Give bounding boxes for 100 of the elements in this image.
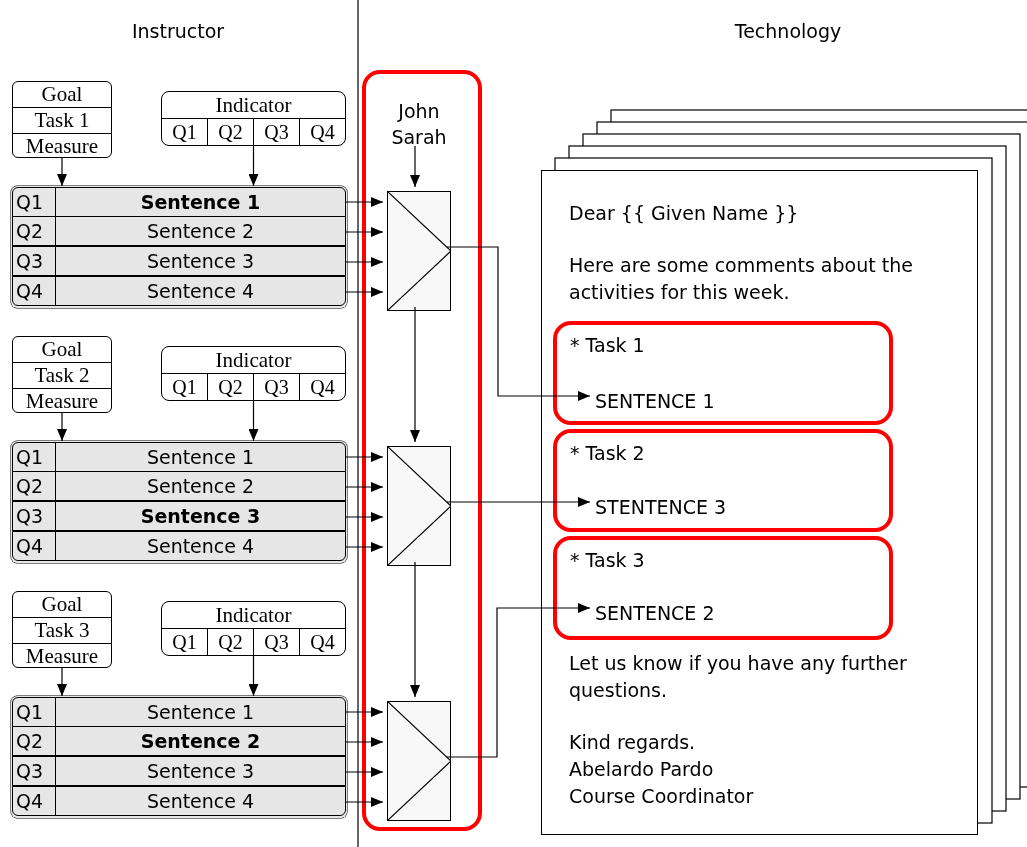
indicator-heading: Indicator [162,347,345,374]
sentence-table [11,441,347,563]
quarter-label: Q4 [13,531,56,560]
table-row [12,500,346,531]
sentence-text: Sentence 1 [145,700,256,725]
column-heading: Instructor [131,20,225,42]
sentence-text: Sentence 2 [139,728,262,754]
quarter-cell: Q2 [207,629,253,655]
arrow [446,603,591,758]
table-row [12,755,346,786]
letter-text: Course Coordinator [569,784,755,809]
sentence-text: Sentence 2 [145,218,256,244]
goal-box-text: Goal [40,592,84,617]
arrow [345,227,384,237]
sentence-text: Sentence 4 [145,533,256,559]
quarter-label: Q1 [13,188,56,216]
arrow [248,655,259,697]
sentence-text: Sentence 4 [145,788,256,814]
sentence-table [11,696,347,818]
task-heading: * Task 2 [570,442,645,464]
quarter-cell: Q3 [253,119,299,145]
quarter-label: Q3 [13,756,56,785]
arrow [345,287,384,297]
multiplexer-block [387,446,451,566]
table-row [12,442,346,472]
sentence-text: Sentence 3 [145,758,256,784]
table-row [12,470,346,501]
letter-page [541,170,978,835]
arrow [345,767,384,777]
table-row [12,215,346,246]
arrow [345,512,384,522]
task-section [553,536,893,640]
arrow [446,246,591,401]
table-row [12,245,346,276]
quarter-cell: Q4 [299,374,345,400]
quarter-label: Q2 [13,216,56,245]
quarter-label: Q4 [13,276,56,305]
goal-box-text: Task 2 [13,362,111,388]
quarter-cell: Q4 [299,119,345,145]
task-heading: * Task 1 [570,334,645,356]
quarter-cell-text: Q1 [171,630,198,655]
arrow [345,707,384,717]
quarter-cell: Q2 [207,119,253,145]
selected-sentence: STENTENCE 3 [595,496,727,518]
goal-box-text: Task 1 [13,107,111,133]
task-section [553,321,893,425]
table-row [12,275,346,306]
indicator-box [161,91,346,146]
quarter-cell: Q3 [253,374,299,400]
quarter-cell: Q3 [253,629,299,655]
quarter-cell-text: Q1 [171,375,198,400]
quarter-label: Q1 [13,698,56,726]
arrow [248,145,259,187]
goal-box-text: Goal [40,337,84,362]
sentence-text: Sentence 3 [145,248,256,274]
sentence-text: Sentence 4 [145,278,256,304]
sentence-table [11,186,347,308]
arrow [410,561,420,698]
arrow [345,797,384,807]
goal-box [12,336,112,413]
task-section [553,429,893,532]
multiplexer-block [387,191,451,311]
sentence-text: Sentence 3 [139,503,262,529]
quarter-label: Q1 [13,443,56,471]
quarter-label: Q3 [13,501,56,530]
letter-text: Let us know if you have any further questions. [569,651,908,703]
selected-sentence: SENTENCE 1 [595,390,715,412]
arrow [446,497,591,507]
letter-text: Dear {{ Given Name }} [569,201,800,226]
arrow [345,542,384,552]
quarter-cell: Q2 [207,374,253,400]
arrow [345,197,384,207]
quarter-label: Q2 [13,726,56,755]
quarter-label: Q2 [13,471,56,500]
arrow [345,737,384,747]
table-row [12,530,346,561]
arrow [57,157,67,187]
goal-box-text: Task 3 [13,617,111,643]
arrow [248,400,259,442]
indicator-box [161,346,346,401]
goal-box [12,591,112,668]
sentence-text: Sentence 1 [139,190,262,215]
student-names: John Sarah [379,98,459,150]
letter-text: Here are some comments about the activities for this week. [569,253,914,305]
highlight-frame [362,70,482,831]
table-row [12,187,346,217]
arrow [410,145,420,188]
table-row [12,725,346,756]
table-row [12,697,346,727]
arrow [410,306,420,443]
sentence-text: Sentence 2 [145,473,256,499]
multiplexer-block [387,701,451,821]
goal-box-text: Goal [40,82,84,107]
indicator-heading: Indicator [162,92,345,119]
goal-box-text: Measure [13,643,111,669]
goal-box [12,81,112,158]
selected-sentence: SENTENCE 2 [595,602,715,624]
goal-box-text: Measure [13,133,111,159]
arrow [57,412,67,442]
letter-text: Abelardo Pardo [569,757,715,782]
